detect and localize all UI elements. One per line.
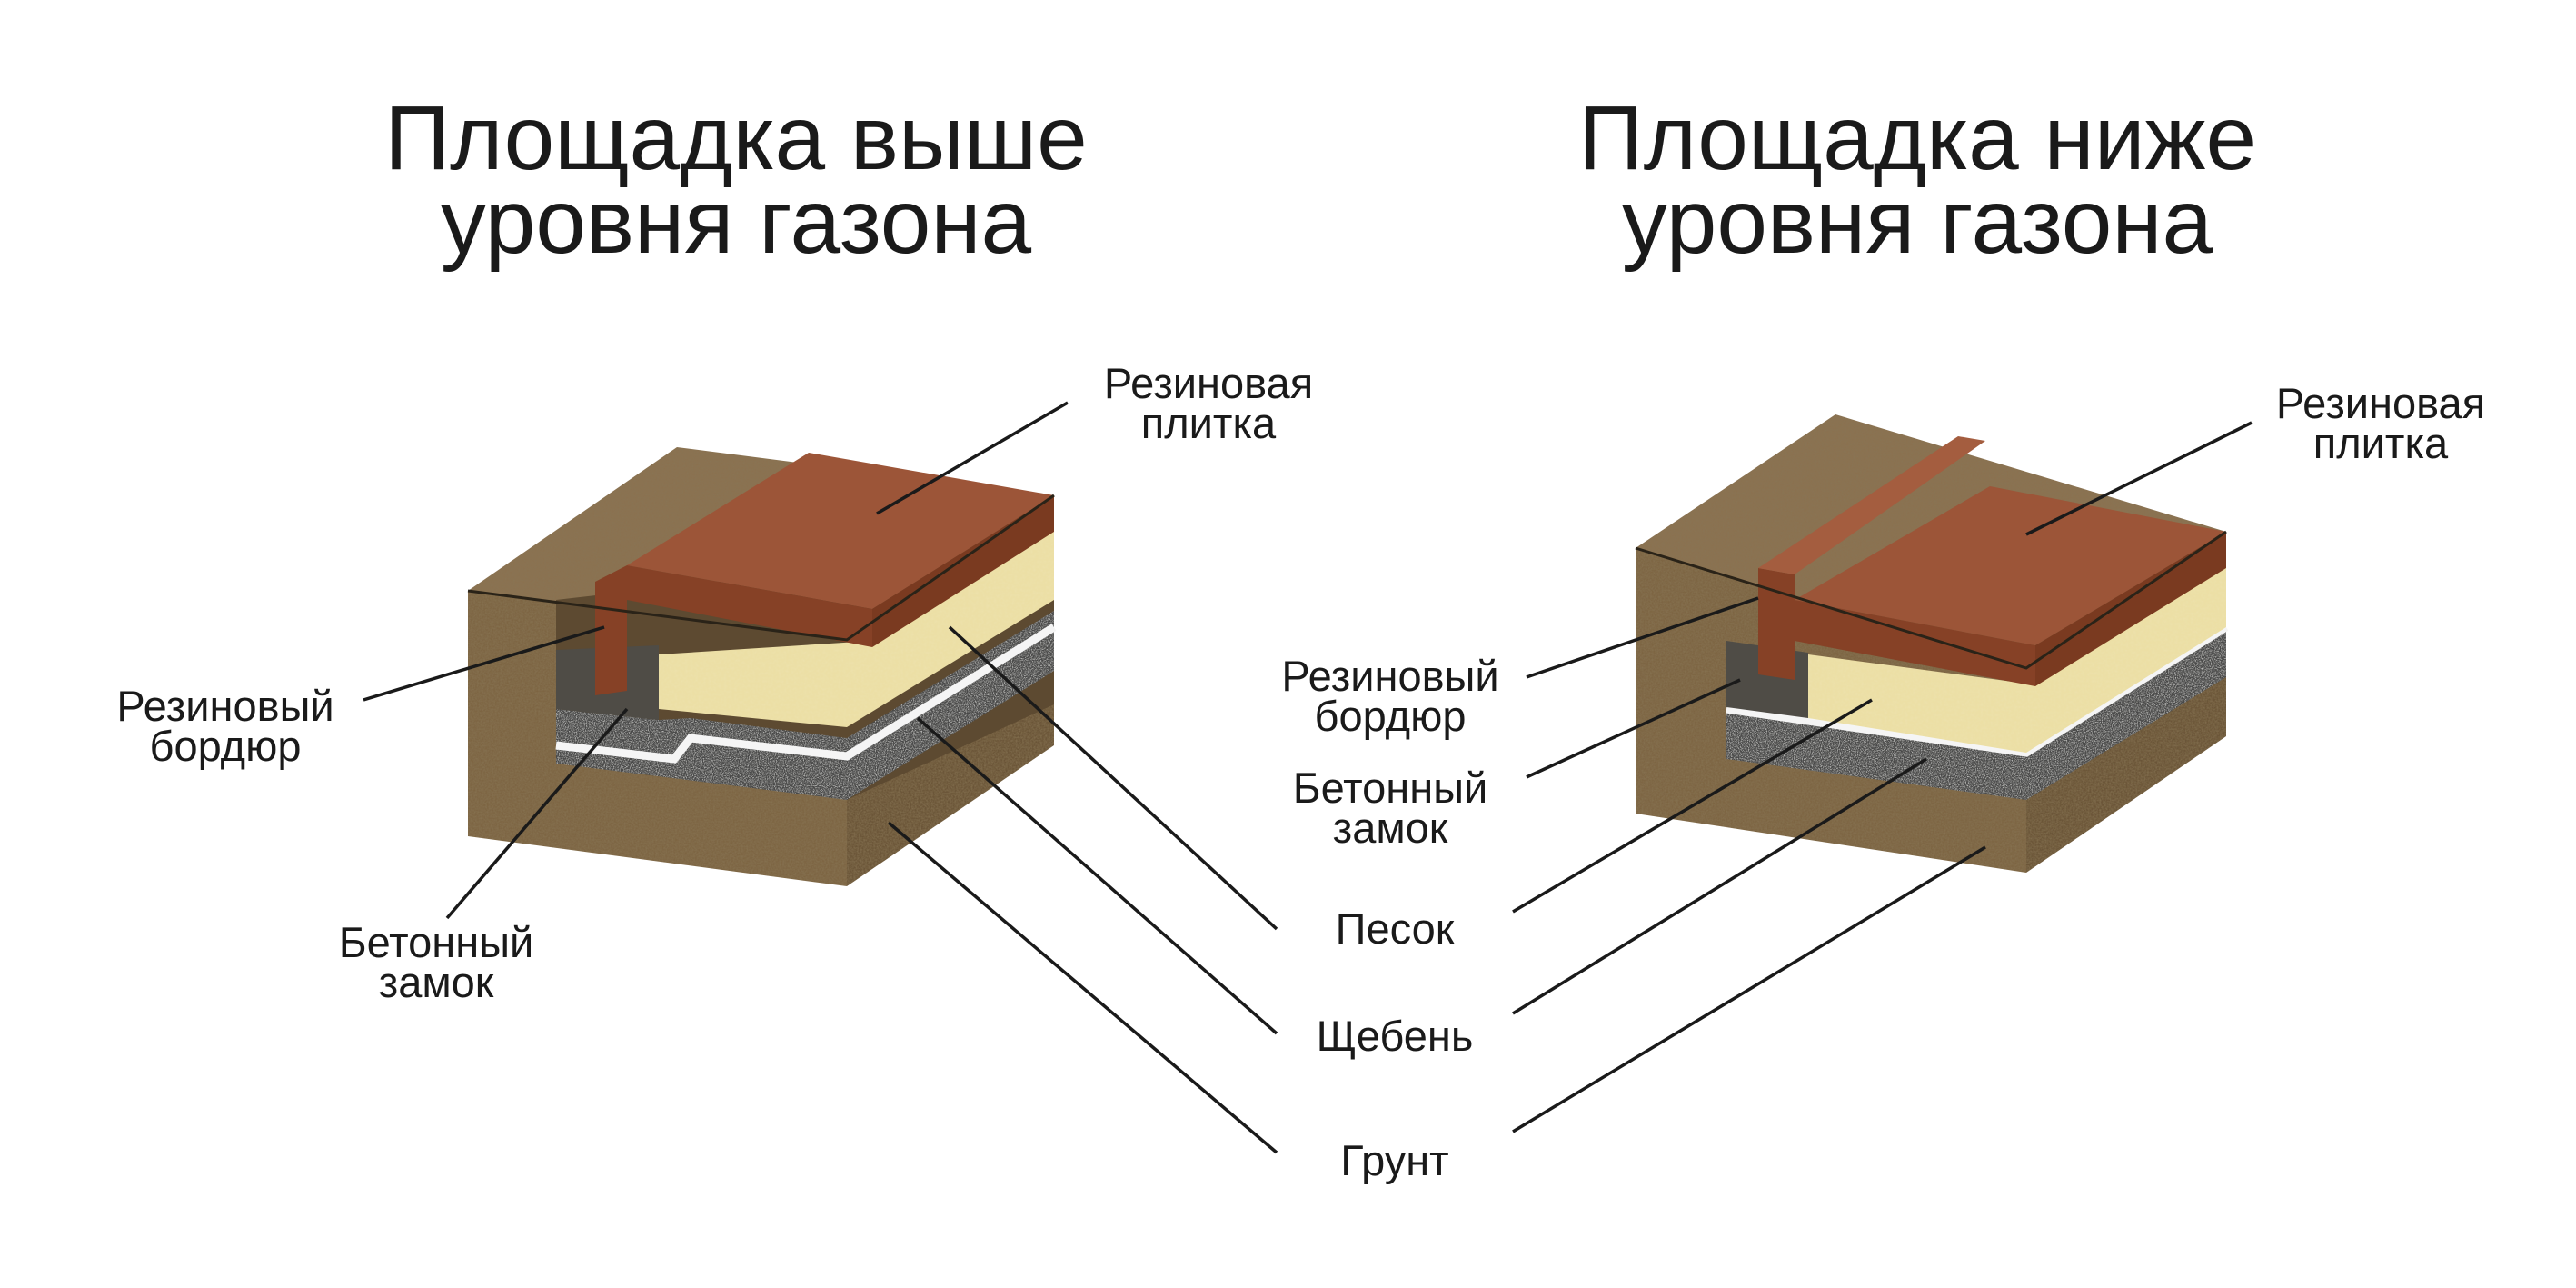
right-rubber-tile-front [1795,600,2035,686]
right-rubber-curb-top [1758,436,1985,574]
leader-left-tile [876,401,1069,515]
left-label-rubber-curb: Резиновый бордюр [98,682,353,770]
left-rubber-tile-top [627,453,1054,609]
right-label-lock-line2: замок [1332,804,1448,852]
leader-right-tile [2025,421,2253,536]
label-soil-text: Грунт [1340,1136,1449,1184]
right-label-tile-line1: Резиновая [2275,379,2486,427]
leader-right-gravel [1512,757,1927,1015]
right-label-rubber-tile: Резиновая плитка [2244,379,2517,467]
leader-gravel [916,716,1278,1035]
left-label-curb-line1: Резиновый [116,682,334,730]
left-label-lock-line1: Бетонный [338,918,534,966]
right-block [1635,414,2229,873]
label-sand: Песок [1277,904,1513,953]
leader-soil [887,821,1278,1154]
right-gravel [1726,627,2226,800]
left-sand [659,527,1054,727]
right-rubber-tile-side [2035,532,2226,686]
left-title-line1: Площадка выше [384,87,1088,189]
label-sand-text: Песок [1335,904,1455,953]
left-title: Площадка выше уровня газона [373,87,1099,273]
right-title-line2: уровня газона [1621,171,2213,273]
left-label-tile-line1: Резиновая [1103,359,1314,407]
left-block [467,447,1057,886]
left-label-rubber-tile: Резиновая плитка [1072,359,1345,447]
left-label-curb-line2: бордюр [149,722,302,770]
right-label-curb-line1: Резиновый [1281,652,1499,700]
left-label-lock-line2: замок [378,958,494,1006]
left-label-tile-line2: плитка [1140,399,1277,447]
left-title-line2: уровня газона [440,171,1032,273]
right-rubber-curb [1758,568,1795,680]
right-title: Площадка ниже уровня газона [1545,87,2290,273]
right-title-line1: Площадка ниже [1577,87,2257,189]
leader-right-curb [1526,596,1759,679]
right-rubber-tile-top [1795,486,2226,645]
right-label-curb-line2: бордюр [1314,692,1467,740]
right-label-rubber-curb: Резиновый бордюр [1263,652,1517,740]
leader-left-lock [445,707,629,920]
label-gravel-text: Щебень [1316,1012,1474,1060]
left-rubber-tile-side [872,495,1054,647]
leader-right-soil [1512,845,1986,1133]
leader-sand [948,625,1278,931]
left-geotextile [555,624,1057,764]
left-rubber-curb [595,565,627,695]
label-soil: Грунт [1277,1136,1513,1184]
right-outline [1635,530,2227,670]
left-rubber-tile-front [627,565,872,647]
leader-right-sand [1512,698,1873,914]
right-sand [1808,564,2226,753]
right-label-concrete-lock: Бетонный замок [1263,764,1517,852]
left-outline [467,494,1055,642]
leader-left-curb [363,625,605,702]
right-label-tile-line2: плитка [2312,419,2449,467]
left-label-concrete-lock: Бетонный замок [309,918,563,1006]
right-label-lock-line1: Бетонный [1292,764,1488,812]
label-gravel: Щебень [1277,1012,1513,1060]
leader-right-lock [1526,678,1741,779]
leader-lines [363,401,2253,1154]
